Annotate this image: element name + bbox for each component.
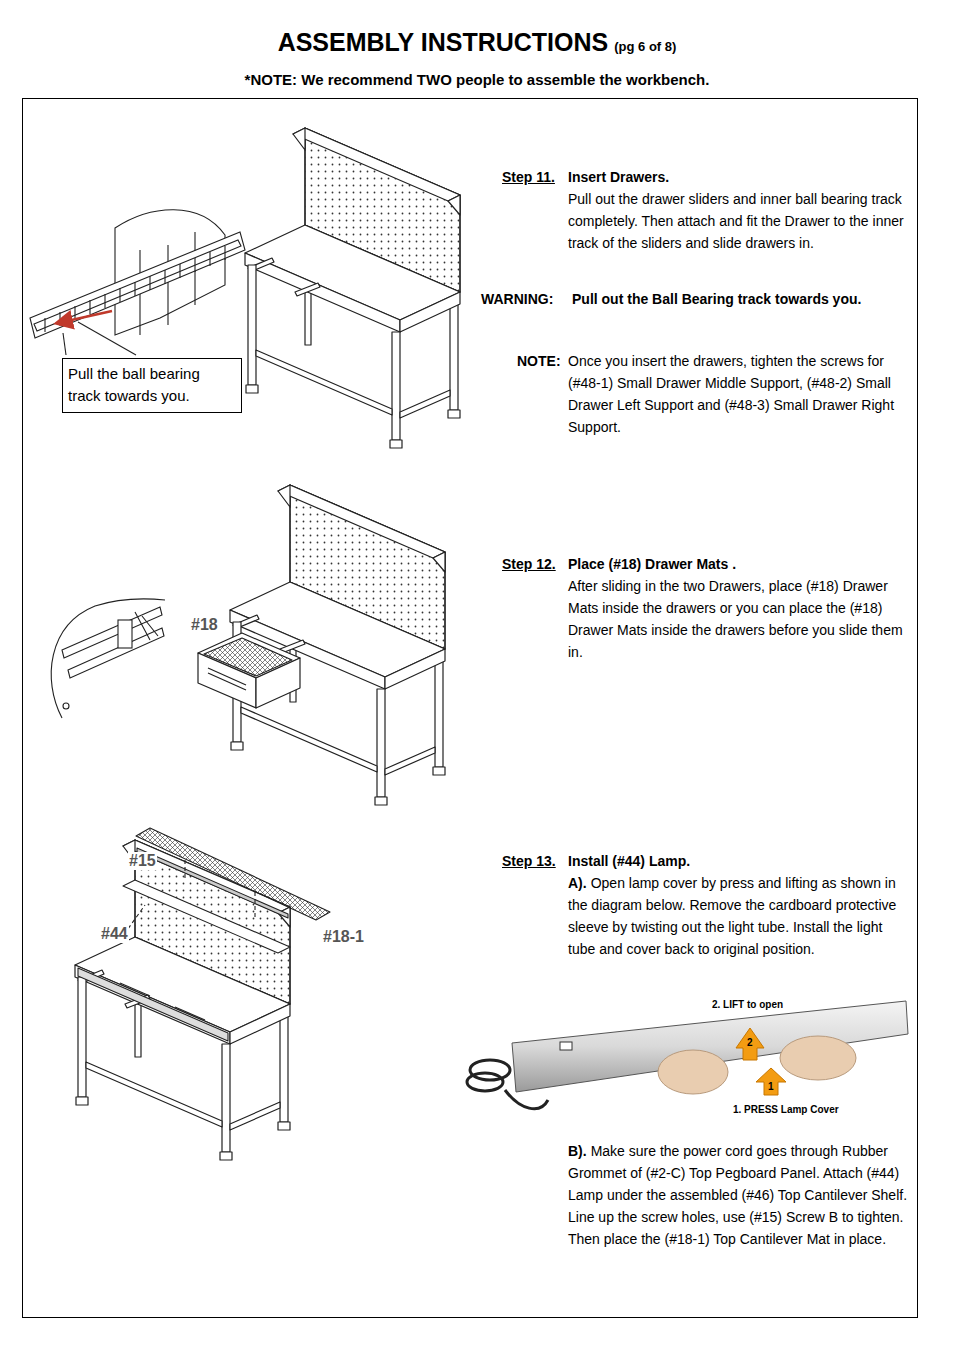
callout: #15 bbox=[128, 852, 157, 870]
callout-number: #44 bbox=[100, 925, 129, 943]
photo-label: 2 bbox=[747, 1037, 753, 1048]
step-body: Insert Drawers.Pull out the drawer slide… bbox=[568, 166, 913, 254]
substep-text: Make sure the power cord goes through Ru… bbox=[568, 1143, 907, 1247]
warning: WARNING: bbox=[481, 288, 553, 310]
step-text: Pull out the drawer sliders and inner ba… bbox=[568, 188, 913, 254]
photo-label: 1. PRESS Lamp Cover bbox=[733, 1104, 839, 1115]
warning-text: Pull out the Ball Bearing track towards … bbox=[572, 288, 912, 310]
substep-letter: B). bbox=[568, 1143, 587, 1159]
substep-letter: A). bbox=[568, 875, 587, 891]
callout-number: #15 bbox=[128, 852, 157, 870]
title-bar: ASSEMBLY INSTRUCTIONS (pg 6 of 8) bbox=[0, 28, 954, 57]
photo-label: 1 bbox=[768, 1081, 774, 1092]
step-heading: Insert Drawers. bbox=[568, 166, 913, 188]
warning-label: WARNING: bbox=[481, 288, 553, 310]
step-text: After sliding in the two Drawers, place … bbox=[568, 575, 913, 663]
note-label: NOTE: bbox=[517, 350, 561, 372]
step-label: Step 13. bbox=[502, 850, 556, 872]
drawer bbox=[198, 633, 300, 708]
bench-parts bbox=[78, 828, 330, 1041]
step-heading: Install (#44) Lamp. bbox=[568, 850, 913, 872]
step-number: Step 12. bbox=[502, 553, 556, 575]
slide-rail-detail bbox=[30, 210, 245, 355]
step-number: Step 13. bbox=[502, 850, 556, 872]
note: Once you insert the drawers, tighten the… bbox=[568, 350, 913, 438]
page-title: ASSEMBLY INSTRUCTIONS bbox=[278, 28, 609, 56]
callout: #18-1 bbox=[322, 928, 365, 946]
arrow-number: 2 bbox=[747, 1037, 753, 1048]
substep: B).Make sure the power cord goes through… bbox=[568, 1140, 913, 1250]
warning: Pull out the Ball Bearing track towards … bbox=[572, 288, 912, 310]
step-body: B).Make sure the power cord goes through… bbox=[568, 1140, 913, 1250]
workbench bbox=[245, 128, 460, 448]
photo-label: 2. LIFT to open bbox=[712, 999, 783, 1010]
slide-detail-circle bbox=[51, 599, 165, 718]
note: NOTE: bbox=[517, 350, 561, 372]
note-text: Once you insert the drawers, tighten the… bbox=[568, 350, 913, 438]
callout-text: Pull the ball bearing track towards you. bbox=[68, 363, 236, 407]
step-label: Step 11. bbox=[502, 166, 555, 188]
step-number: Step 11. bbox=[502, 166, 555, 188]
photo-label: 2. LIFT to open bbox=[712, 999, 783, 1010]
step-body: Install (#44) Lamp.A).Open lamp cover by… bbox=[568, 850, 913, 960]
substep-text: Open lamp cover by press and lifting as … bbox=[568, 875, 896, 957]
lamp-photo bbox=[465, 995, 910, 1125]
step-body: Place (#18) Drawer Mats .After sliding i… bbox=[568, 553, 913, 663]
photo-label: 1. PRESS Lamp Cover bbox=[733, 1104, 839, 1115]
callout: #18 bbox=[190, 616, 219, 634]
note: *NOTE: We recommend TWO people to assemb… bbox=[0, 71, 954, 88]
step-heading: Place (#18) Drawer Mats . bbox=[568, 553, 913, 575]
callout-number: #18 bbox=[190, 616, 219, 634]
callout-box: Pull the ball bearing track towards you. bbox=[62, 358, 242, 413]
page-number: (pg 6 of 8) bbox=[614, 39, 676, 54]
substep: A).Open lamp cover by press and lifting … bbox=[568, 872, 913, 960]
step-label: Step 12. bbox=[502, 553, 556, 575]
note-bar: *NOTE: We recommend TWO people to assemb… bbox=[0, 71, 954, 88]
callout-number: #18-1 bbox=[322, 928, 365, 946]
arrow-number: 1 bbox=[768, 1081, 774, 1092]
callout: #44 bbox=[100, 925, 129, 943]
